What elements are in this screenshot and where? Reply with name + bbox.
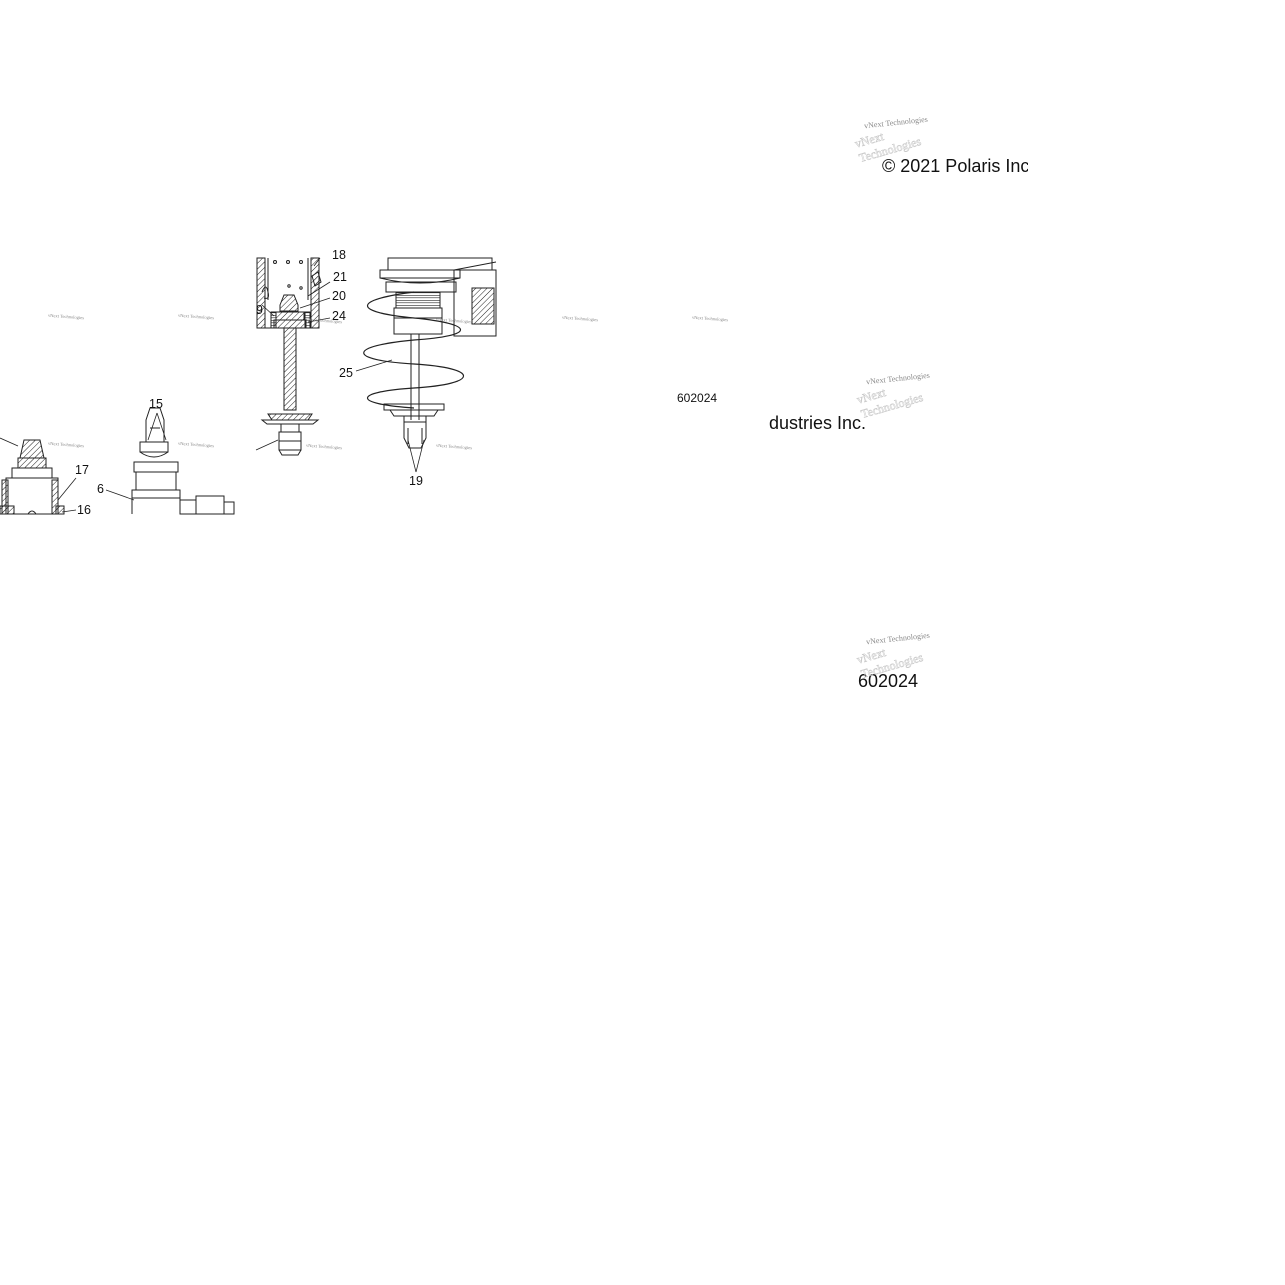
callout-18: 18 xyxy=(332,248,346,262)
callout-19: 19 xyxy=(409,474,423,488)
figure-number-large: 602024 xyxy=(858,671,919,691)
figure-number-small: 602024 xyxy=(677,391,718,405)
callout-15: 15 xyxy=(149,397,163,411)
callout-21: 21 xyxy=(333,270,347,284)
valve-body xyxy=(131,407,235,515)
copyright-fragment: dustries Inc. xyxy=(769,413,867,433)
leader-lines xyxy=(0,257,425,513)
callout-6: 6 xyxy=(97,482,104,496)
coilover-shock xyxy=(363,257,497,449)
cutaway-assembly xyxy=(256,257,322,456)
callout-9: 9 xyxy=(256,303,263,317)
callout-16: 16 xyxy=(77,503,91,517)
copyright-text: © 2021 Polaris Inc xyxy=(882,156,1028,176)
lower-left-assembly xyxy=(0,439,65,515)
callout-24: 24 xyxy=(332,309,346,323)
callout-17: 17 xyxy=(75,463,89,477)
callout-25: 25 xyxy=(339,366,353,380)
callout-20: 20 xyxy=(332,289,346,303)
